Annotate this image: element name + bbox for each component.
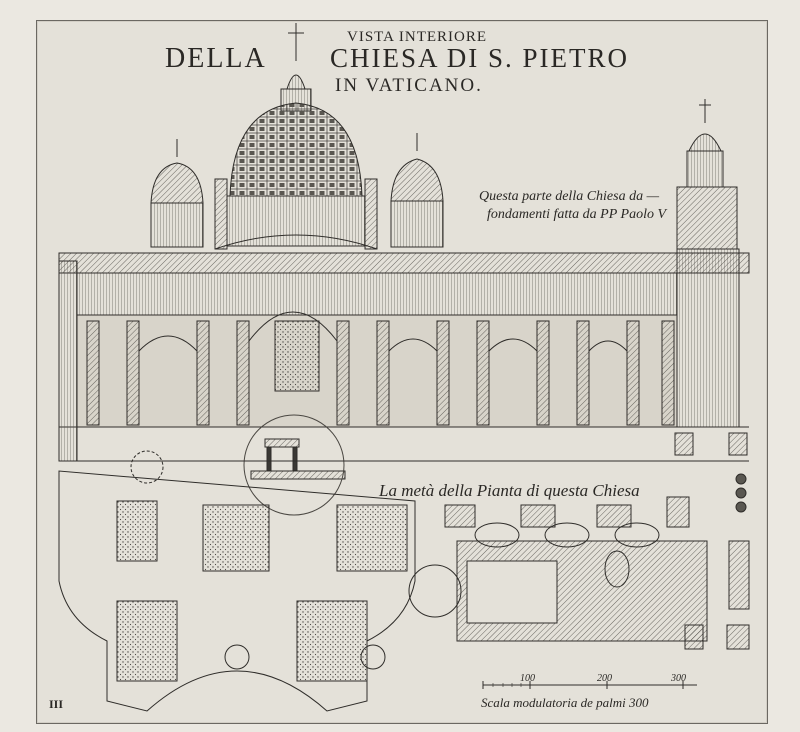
engraving-plate: VISTA INTERIORE DELLA CHIESA DI S. PIETR… bbox=[36, 20, 768, 724]
title-in-vaticano: IN VATICANO. bbox=[335, 75, 483, 96]
plate-number: III bbox=[49, 697, 64, 711]
scale-caption: Scala modulatoria de palmi 300 bbox=[481, 695, 649, 710]
scale-tick-label: 100 bbox=[520, 673, 535, 684]
scale-tick-label: 200 bbox=[597, 673, 612, 684]
dome-group bbox=[214, 23, 378, 250]
plan-label: La metà della Pianta di questa Chiesa bbox=[379, 481, 640, 500]
annotation-line-2: fondamenti fatta da PP Paolo V bbox=[487, 207, 667, 222]
title-della: DELLA bbox=[165, 43, 267, 74]
baldachin bbox=[243, 414, 346, 516]
scale-bar bbox=[482, 681, 697, 689]
title-vista-interiore: VISTA INTERIORE bbox=[347, 29, 488, 45]
scale-tick-label: 300 bbox=[671, 673, 686, 684]
small-dome-right bbox=[390, 133, 444, 248]
engraving-artwork bbox=[58, 23, 750, 712]
annotation-line-1: Questa parte della Chiesa da — bbox=[479, 189, 660, 204]
bell-tower bbox=[676, 99, 740, 428]
ground-plan bbox=[58, 432, 750, 712]
nave-section bbox=[58, 252, 750, 462]
title-chiesa-di-s-pietro: CHIESA DI S. PIETRO bbox=[330, 43, 630, 73]
small-dome-left bbox=[150, 139, 204, 248]
